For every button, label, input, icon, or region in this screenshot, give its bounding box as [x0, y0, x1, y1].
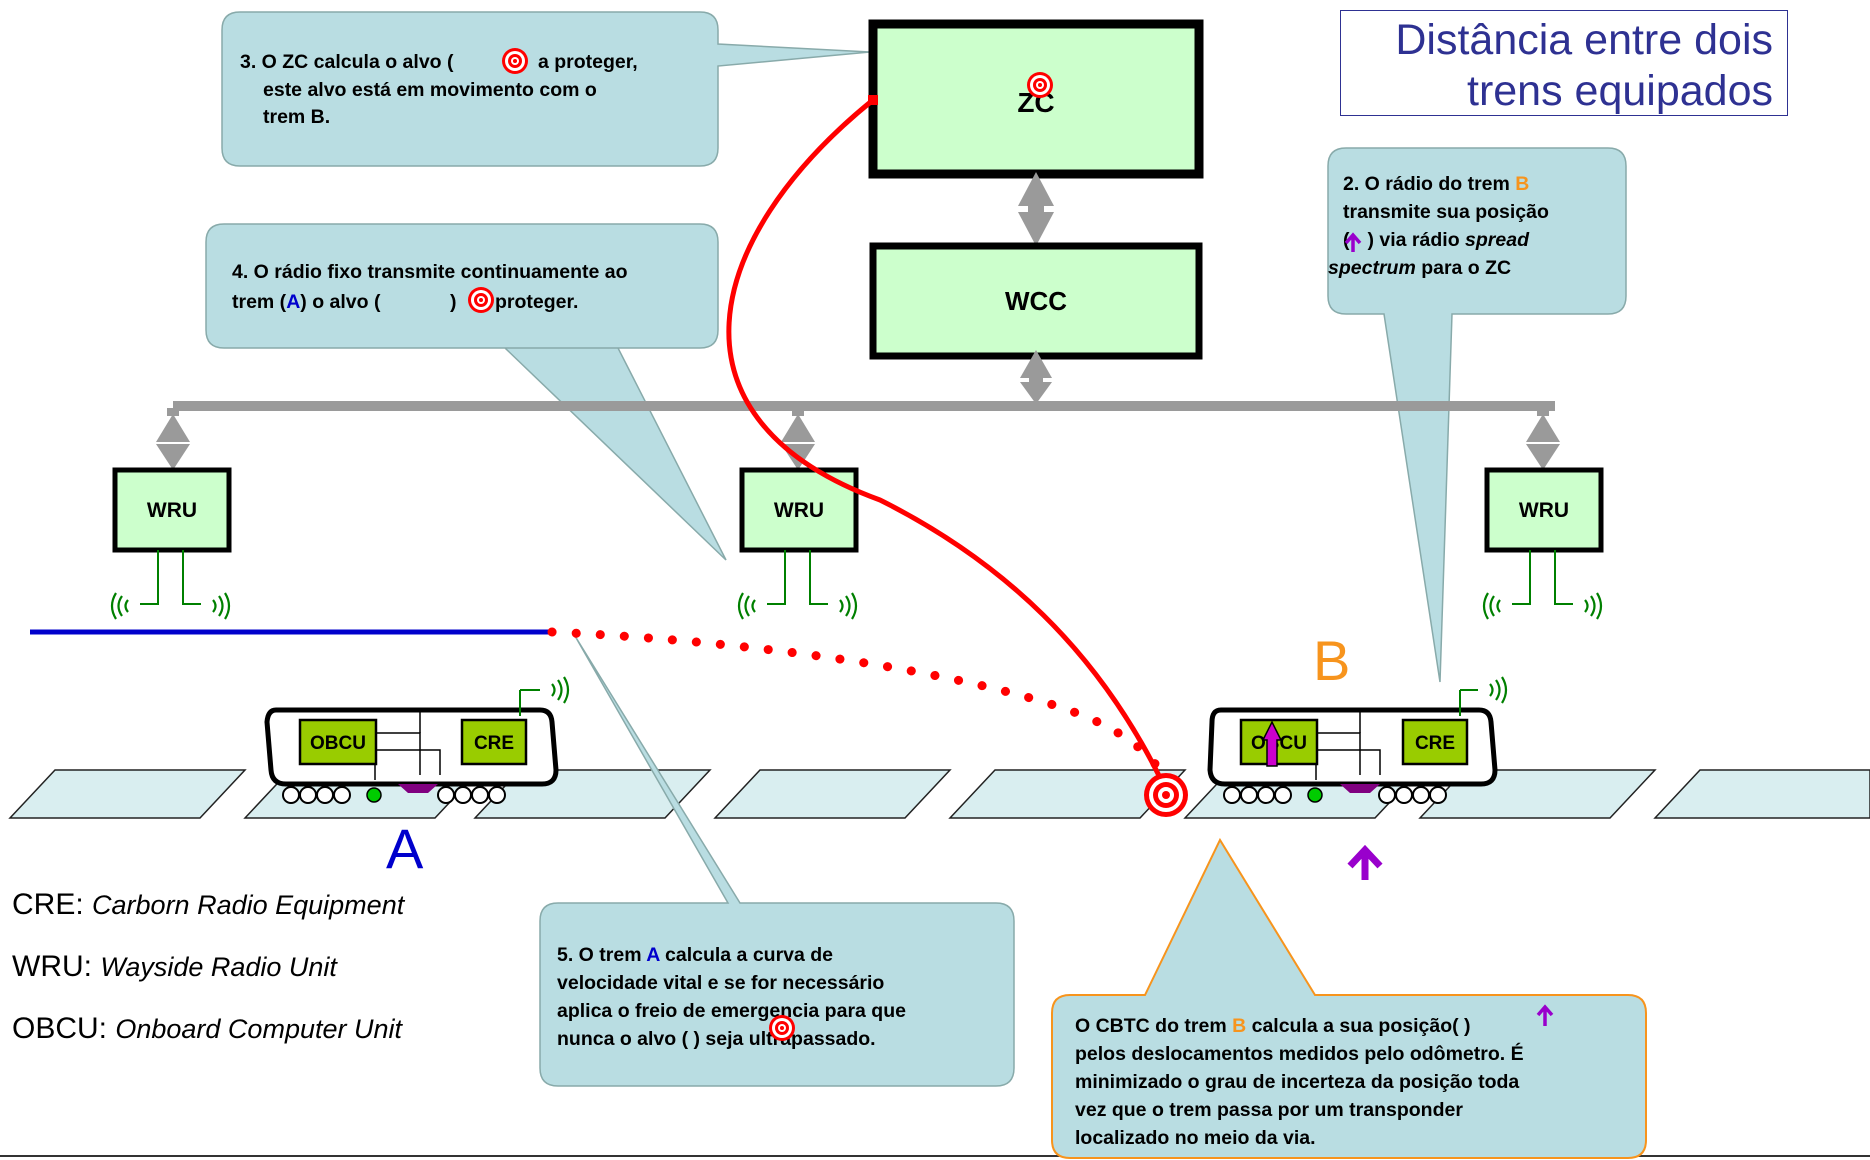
legend-abbr: CRE: — [12, 888, 84, 921]
callout-fixed-radio-line1: 4. O rádio fixo transmite continuamente … — [232, 261, 628, 283]
train-a — [264, 689, 559, 804]
link-zc-wcc — [1018, 172, 1054, 246]
callout-cbtc-line1: O CBTC do trem B calcula a sua posição( … — [1075, 1015, 1471, 1037]
callout-fixed-radio-line2e: proteger. — [495, 291, 578, 313]
callout-train-a-line2: velocidade vital e se for necessário — [557, 972, 884, 994]
target-icon — [502, 48, 528, 74]
callout-fixed-radio-line2: trem (A) o alvo ( — [232, 291, 381, 313]
callout-train-b-line2: transmite sua posição — [1343, 201, 1549, 223]
antenna-icon — [737, 591, 757, 621]
antenna-icon — [110, 591, 130, 621]
wru-box-1 — [112, 467, 232, 553]
wru-label: WRU — [147, 499, 197, 522]
callout-train-b-radio — [1327, 147, 1627, 683]
callout-train-b-line1: 2. O rádio do trem B — [1343, 173, 1529, 195]
train-b-label: B — [1313, 629, 1351, 692]
wcc-label: WCC — [1005, 286, 1067, 316]
callout-zc-line1b: a proteger, — [538, 51, 638, 73]
callout-fixed-radio-paren: ) — [450, 291, 457, 313]
callout-train-b-line4: spectrum para o ZC — [1328, 257, 1511, 279]
page-title-line2: trens equipados — [1467, 67, 1773, 115]
callout-zc-line1: 3. O ZC calcula o alvo ( — [240, 51, 454, 73]
arrow-up-icon — [1344, 232, 1362, 252]
callout-zc-line3: trem B. — [263, 106, 330, 128]
arrow-up-icon — [1347, 844, 1383, 880]
link-wcc-bus — [1020, 350, 1052, 404]
legend-full: Carborn Radio Equipment — [92, 890, 405, 920]
position-arrow-icon — [1261, 720, 1283, 767]
callout-train-a — [539, 635, 1015, 1087]
antenna-icon — [211, 591, 231, 621]
antenna-icon — [1482, 591, 1502, 621]
antenna-icon — [1488, 675, 1508, 705]
network-bus — [173, 401, 1555, 411]
callout-train-a-line4: nunca o alvo ( ) seja ultrapassado. — [557, 1028, 876, 1050]
callout-zc-target — [221, 11, 871, 167]
callout-train-a-line3: aplica o freio de emergencia para que — [557, 1000, 906, 1022]
train-b-cre-label: CRE — [1415, 733, 1455, 754]
antenna-icon — [838, 591, 858, 621]
wcc-box — [869, 242, 1203, 360]
legend-abbr: OBCU: — [12, 1012, 108, 1045]
legend-item: OBCU: Onboard Computer Unit — [12, 1012, 402, 1046]
page-title: Distância entre dois trens equipados — [1340, 10, 1788, 116]
antenna-icon — [550, 675, 570, 705]
train-a-obcu-label: OBCU — [310, 733, 366, 754]
target-icon — [468, 287, 494, 313]
antenna-icon — [1583, 591, 1603, 621]
wru-links — [156, 408, 1560, 470]
zc-box — [868, 19, 1204, 179]
zc-target-link — [726, 98, 1169, 792]
target-icon — [1144, 773, 1188, 817]
callout-cbtc-line4: vez que o trem passa por um transponder — [1075, 1099, 1463, 1121]
target-icon — [769, 1015, 795, 1041]
wru-label: WRU — [774, 499, 824, 522]
callout-cbtc-line2: pelos deslocamentos medidos pelo odômetr… — [1075, 1042, 1524, 1065]
legend-abbr: WRU: — [12, 950, 92, 983]
wru-antennas — [140, 550, 1573, 605]
wru-box-3 — [1484, 467, 1604, 553]
callout-train-b-line3: () via rádio spread — [1343, 229, 1530, 251]
page-title-line1: Distância entre dois — [1395, 16, 1773, 64]
callout-cbtc-line5: localizado no meio da via. — [1075, 1127, 1316, 1149]
train-b — [1207, 689, 1498, 804]
arrow-up-icon — [1536, 1004, 1554, 1026]
train-a-cre-label: CRE — [474, 733, 514, 754]
legend-item: CRE: Carborn Radio Equipment — [12, 888, 404, 922]
zc-link-point — [868, 95, 878, 105]
callout-train-a-line1: 5. O trem A calcula a curva de — [557, 944, 833, 966]
legend-full: Onboard Computer Unit — [115, 1014, 402, 1044]
legend-item: WRU: Wayside Radio Unit — [12, 950, 337, 984]
callout-cbtc-train-b — [1051, 837, 1647, 1159]
wru-label: WRU — [1519, 499, 1569, 522]
callout-fixed-radio — [205, 223, 727, 561]
target-icon — [1027, 72, 1053, 98]
callout-cbtc-line3: minimizado o grau de incerteza da posiçã… — [1075, 1071, 1519, 1093]
train-a-label: A — [386, 817, 424, 880]
callout-zc-line2: este alvo está em movimento com o — [263, 79, 597, 101]
legend-full: Wayside Radio Unit — [100, 952, 337, 982]
